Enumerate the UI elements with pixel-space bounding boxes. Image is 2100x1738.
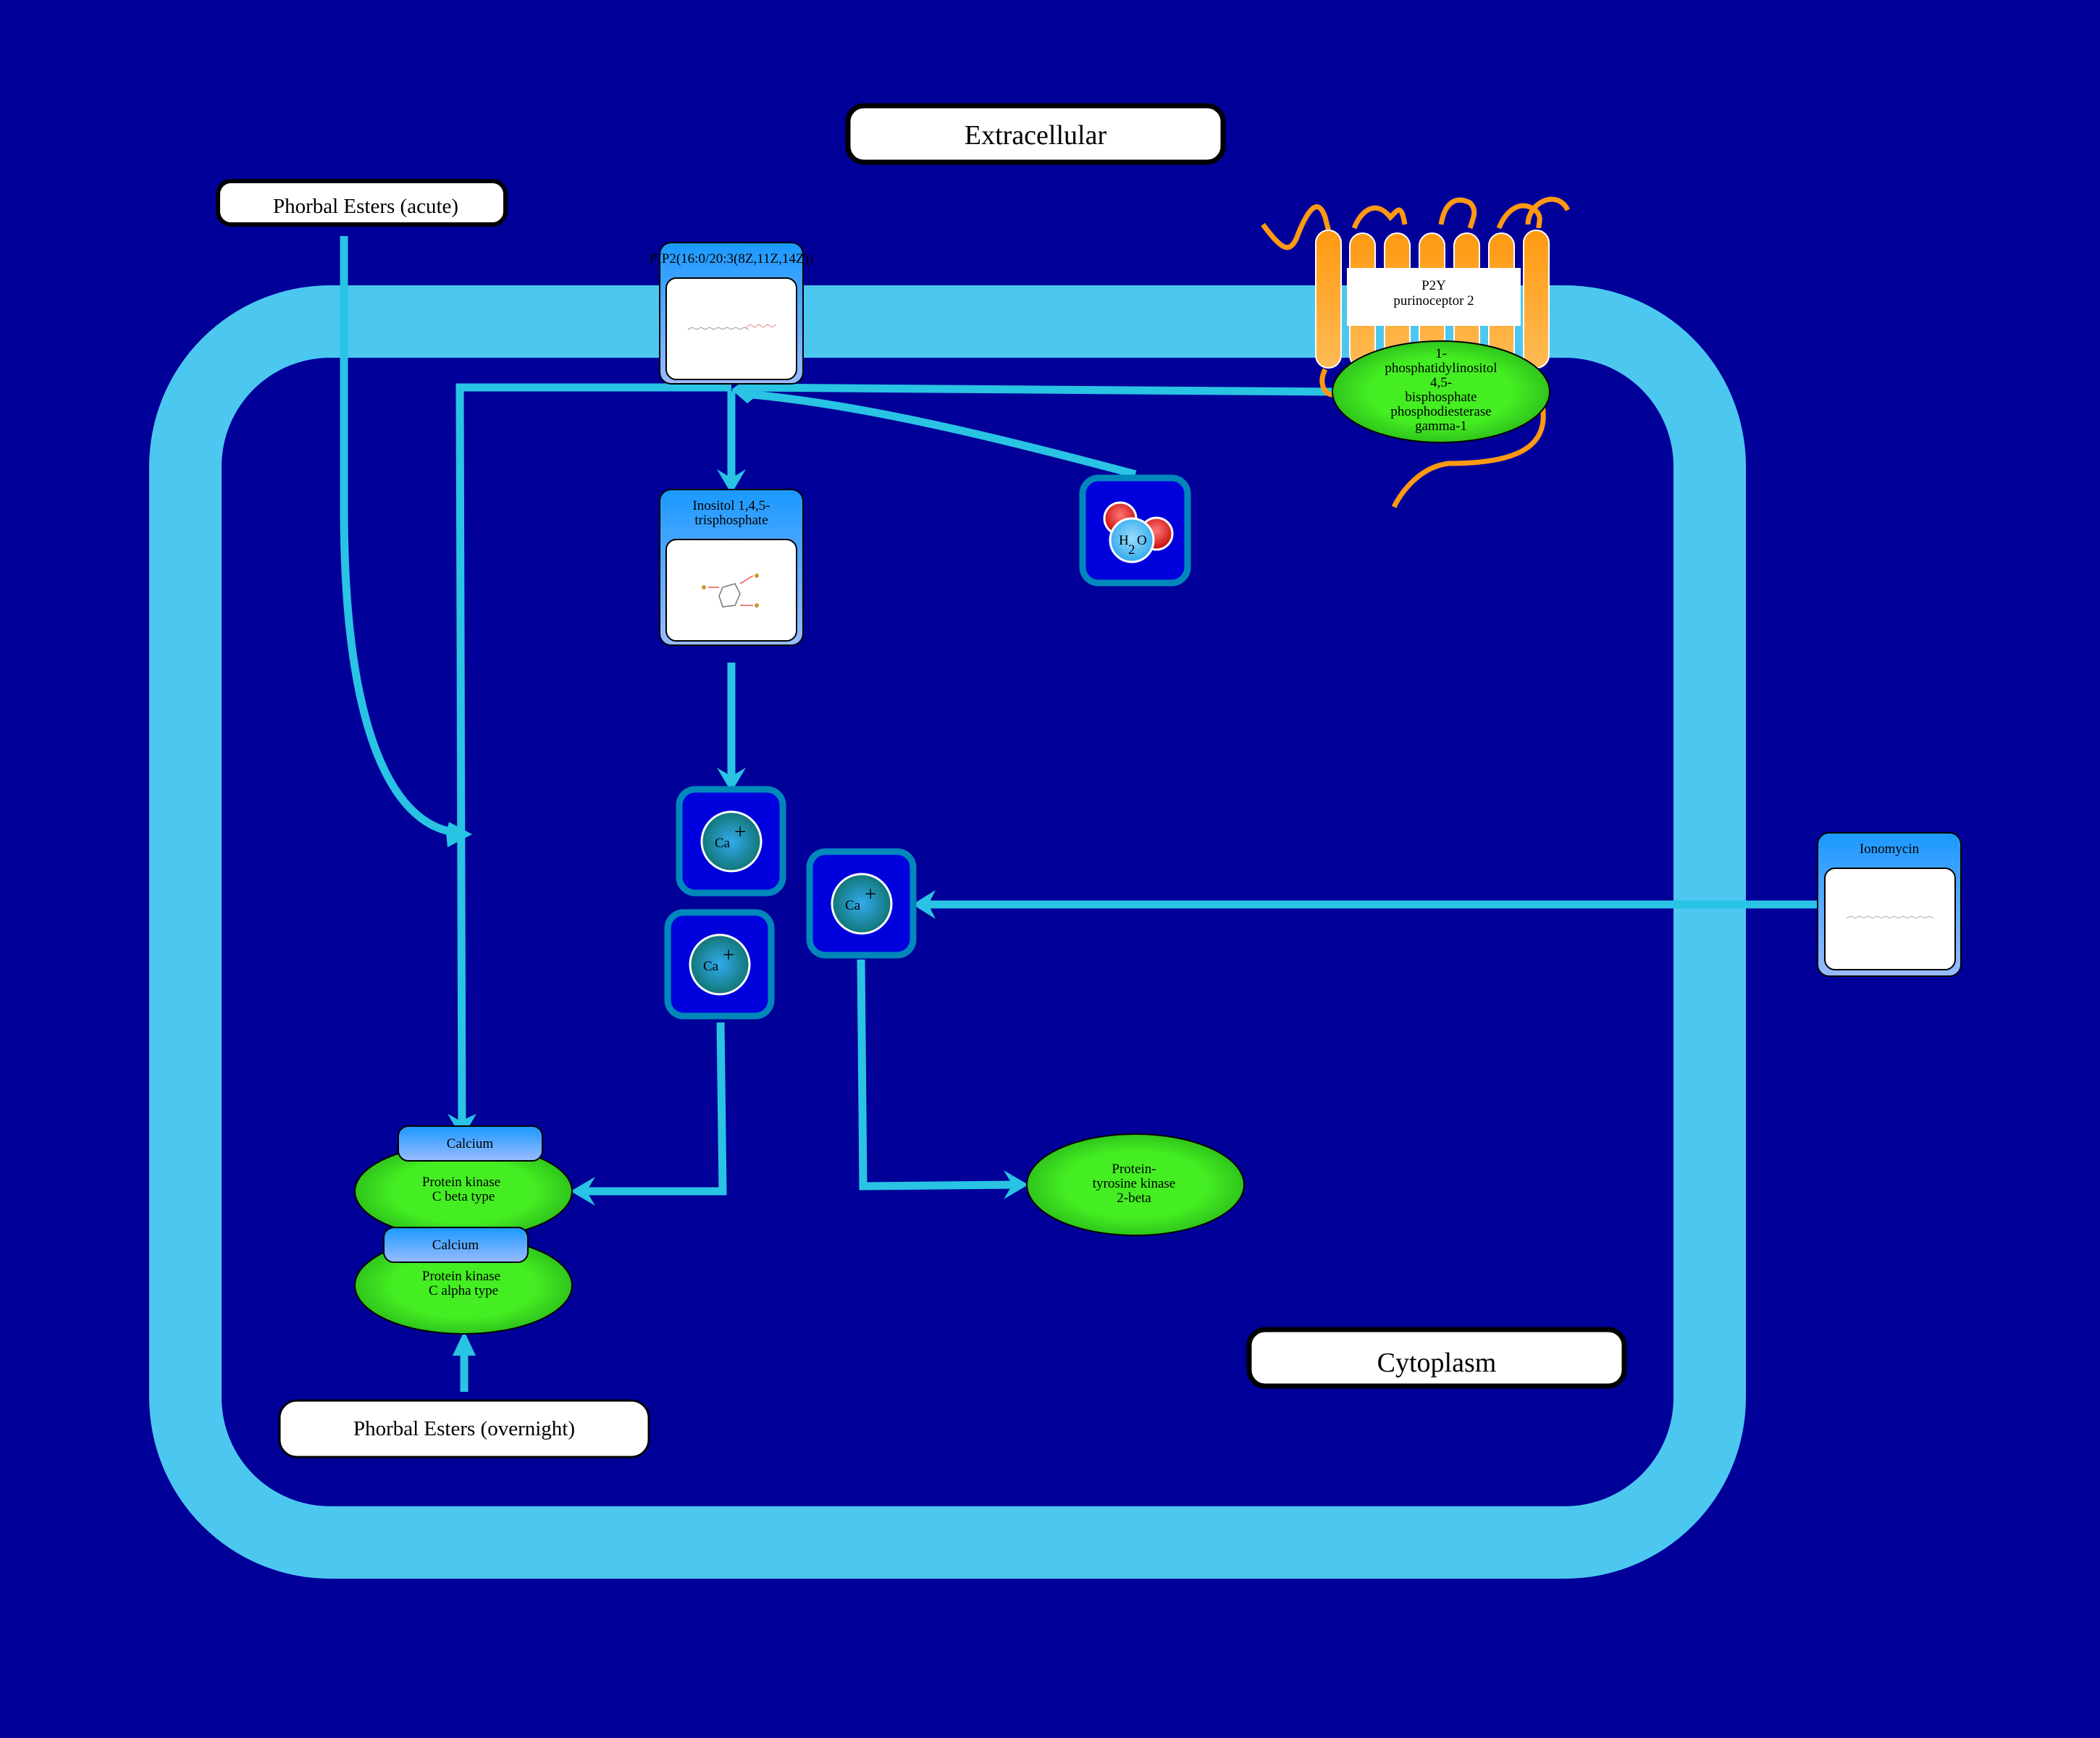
arrow-pkc-alpha-bottom [453, 1331, 476, 1356]
extracellular-label: Extracellular [845, 103, 1226, 165]
pkc-beta-label-line2: C beta type [432, 1189, 495, 1204]
ip3-node[interactable]: Inositol 1,4,5- trisphosphate [659, 489, 804, 646]
pyk2-label-line3: 2-beta [1117, 1191, 1151, 1206]
ionomycin-node[interactable]: Ionomycin [1817, 832, 1962, 977]
pyk2-node[interactable]: Protein- tyrosine kinase 2-beta [1026, 1133, 1245, 1236]
plc-label-line2: phosphatidylinositol [1385, 361, 1497, 376]
edge-plc-to-pip2 [738, 383, 1333, 396]
plc-label-line1: 1- [1435, 346, 1447, 361]
arrow-pkc-beta-right [571, 1177, 595, 1206]
pkc-alpha-node[interactable]: Protein kinase C alpha type Calcium [354, 1227, 573, 1335]
arrow-pyk2-left [1004, 1170, 1028, 1199]
pyk2-label-line1: Protein- [1112, 1162, 1156, 1177]
p2y-label-line1: P2Y [1421, 278, 1446, 293]
water-node[interactable]: H 2 O [1079, 474, 1191, 587]
pkc-alpha-bound-label: Calcium [432, 1238, 479, 1253]
calcium-1-charge: + [734, 820, 746, 844]
plc-label-line4: bisphosphate [1405, 390, 1477, 405]
arrow-calcium-3-right [912, 890, 936, 919]
cytoplasm-label: Cytoplasm [1246, 1327, 1627, 1389]
edge-calcium-to-pkc-beta [579, 1022, 727, 1196]
plc-label-line3: 4,5- [1430, 375, 1452, 390]
pkc-beta-node[interactable]: Protein kinase C beta type Calcium [354, 1125, 573, 1239]
arrow-ip3-top [717, 469, 746, 494]
pip2-node[interactable]: PIP2(16:0/20:3(8Z,11Z,14Z)) [650, 242, 813, 385]
plc-gamma-1-node[interactable]: 1- phosphatidylinositol 4,5- bisphosphat… [1332, 340, 1550, 443]
ip3-structure-icon [702, 574, 759, 608]
ip3-label-line1: Inositol 1,4,5- [692, 498, 770, 513]
calcium-1-symbol: Ca [715, 836, 731, 851]
phorbal-esters-overnight-label: Phorbal Esters (overnight) [353, 1417, 575, 1440]
water-o: O [1137, 533, 1147, 548]
calcium-3-charge: + [865, 883, 876, 906]
cytoplasm-text: Cytoplasm [1377, 1348, 1497, 1378]
edge-pip2-junction-to-pkc-beta [455, 383, 731, 1130]
calcium-2-charge: + [723, 944, 734, 967]
p2y-label-line2: purinoceptor 2 [1393, 293, 1474, 308]
water-subscript: 2 [1128, 542, 1135, 558]
phorbal-esters-acute-node[interactable]: Phorbal Esters (acute) [216, 179, 508, 227]
water-h: H [1119, 533, 1129, 548]
ionomycin-structure-icon [1846, 915, 1934, 919]
ip3-label-line2: trisphosphate [694, 513, 768, 528]
p2y-receptor[interactable]: P2Y purinoceptor 2 [1261, 196, 1571, 508]
pkc-alpha-label-line2: C alpha type [429, 1283, 498, 1298]
phorbal-esters-acute-label: Phorbal Esters (acute) [273, 195, 458, 218]
pkc-alpha-calcium-badge: Calcium [383, 1227, 529, 1263]
plc-label-line5: phosphodiesterase [1390, 404, 1491, 419]
calcium-node-3[interactable]: Ca + [806, 848, 917, 959]
pyk2-label-line2: tyrosine kinase [1093, 1176, 1176, 1191]
pip2-structure-icon [687, 324, 777, 330]
edge-water-to-pip2 [752, 390, 1137, 479]
pkc-beta-label-line1: Protein kinase [422, 1175, 500, 1190]
edges [340, 236, 1818, 1392]
calcium-2-symbol: Ca [703, 959, 719, 974]
plc-label-line6: gamma-1 [1415, 419, 1467, 434]
arrow-calcium-1-top [717, 768, 746, 792]
ionomycin-label: Ionomycin [1860, 841, 1920, 857]
pkc-beta-bound-label: Calcium [447, 1136, 494, 1151]
calcium-3-symbol: Ca [845, 898, 861, 913]
pip2-label: PIP2(16:0/20:3(8Z,11Z,14Z)) [650, 251, 813, 266]
calcium-node-2[interactable]: Ca + [664, 909, 775, 1020]
phorbal-esters-overnight-node[interactable]: Phorbal Esters (overnight) [278, 1399, 650, 1458]
edge-calcium-to-pyk2 [857, 959, 1015, 1191]
pkc-alpha-label-line1: Protein kinase [422, 1269, 500, 1284]
extracellular-text: Extracellular [965, 120, 1107, 151]
pkc-beta-calcium-badge: Calcium [398, 1125, 543, 1162]
calcium-node-1[interactable]: Ca + [676, 786, 786, 897]
edge-acute-to-junction [340, 236, 464, 837]
